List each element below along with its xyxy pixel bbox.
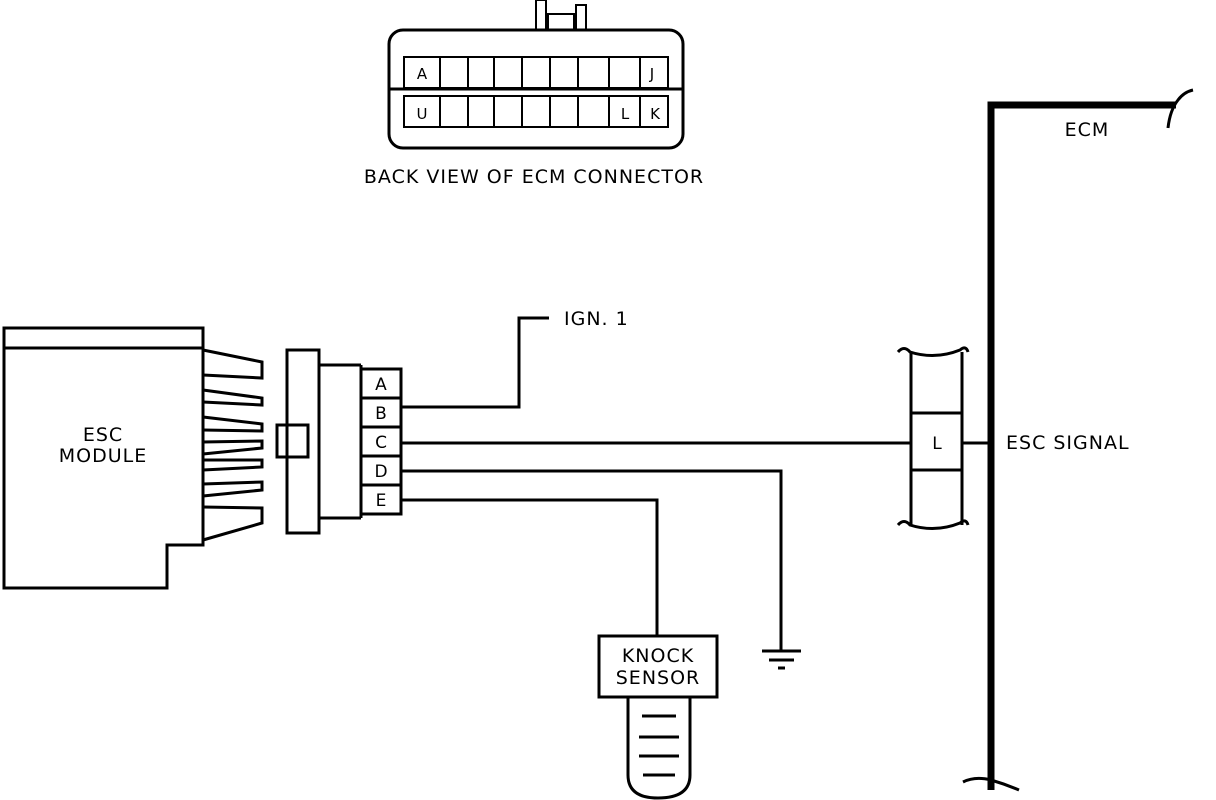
esc-module-blade-6 [202, 480, 264, 498]
ecm-pin-l-label: L [621, 105, 630, 123]
ecm-connector-break-top [896, 346, 970, 357]
ecm-connector-caption: BACK VIEW OF ECM CONNECTOR [364, 166, 704, 188]
knock-sensor-label-line1: KNOCK [622, 645, 694, 667]
ecm-pin-k-label: K [650, 105, 661, 123]
ecm-boundary-break-bottom [962, 776, 1020, 792]
ecm-boundary: ECM ESC SIGNAL [962, 88, 1194, 792]
ecm-pin-u-label: U [417, 105, 428, 123]
pin-d-label: D [374, 462, 387, 482]
ecm-terminal-l-label: L [932, 434, 942, 454]
knock-sensor-threaded-stud [626, 697, 692, 800]
knock-sensor-label-line2: SENSOR [616, 667, 701, 689]
ign-1-label: IGN. 1 [564, 308, 629, 330]
esc-module-label-line2: MODULE [59, 445, 147, 467]
harness-connector-latch [275, 423, 310, 459]
knock-sensor: KNOCK SENSOR [597, 634, 719, 800]
connector-latch-center [547, 13, 575, 31]
ecm-pin-j-label: J [649, 65, 654, 83]
esc-module-blade-5 [202, 458, 264, 472]
ecm-boundary-break-top [1166, 88, 1194, 129]
knock-sensor-body [597, 634, 719, 699]
esc-signal-label: ESC SIGNAL [1006, 432, 1130, 454]
ecm-pin-a-label: A [417, 65, 428, 83]
esc-module-blade-2 [202, 388, 264, 407]
ecm-label: ECM [1065, 119, 1110, 141]
connector-bottom-row [403, 95, 669, 128]
esc-module-blade-7 [202, 505, 264, 542]
pin-e-label: E [376, 491, 387, 511]
connector-latch-left [535, 0, 547, 31]
esc-module-blade-3 [202, 415, 264, 433]
connector-latch-right [575, 4, 587, 31]
ecm-boundary-line [987, 101, 1176, 790]
ground-icon [762, 649, 801, 670]
connector-cavity-dividers [439, 57, 641, 127]
wire-knock-sensor [401, 498, 659, 636]
esc-module-label-line1: ESC [83, 424, 123, 446]
esc-module-body [2, 326, 205, 590]
pin-a-label: A [375, 375, 387, 395]
ecm-connector: A J U L K BACK VIEW OF ECM CONNECTOR [364, 0, 704, 188]
harness-connector-housing [285, 348, 321, 535]
esc-module-blade-4 [202, 439, 264, 456]
wire-ign-1 [401, 316, 549, 409]
wire-ground [401, 469, 783, 650]
connector-top-row [403, 56, 669, 89]
pin-c-label: C [375, 433, 387, 453]
esc-module-blade-1 [202, 348, 264, 380]
esc-module: ESC MODULE [2, 326, 264, 590]
pin-b-label: B [375, 404, 387, 424]
ecm-connector-break-bottom [896, 519, 970, 530]
harness-connector: A B C D E [275, 348, 403, 535]
ecm-inline-connector: L [896, 346, 991, 530]
